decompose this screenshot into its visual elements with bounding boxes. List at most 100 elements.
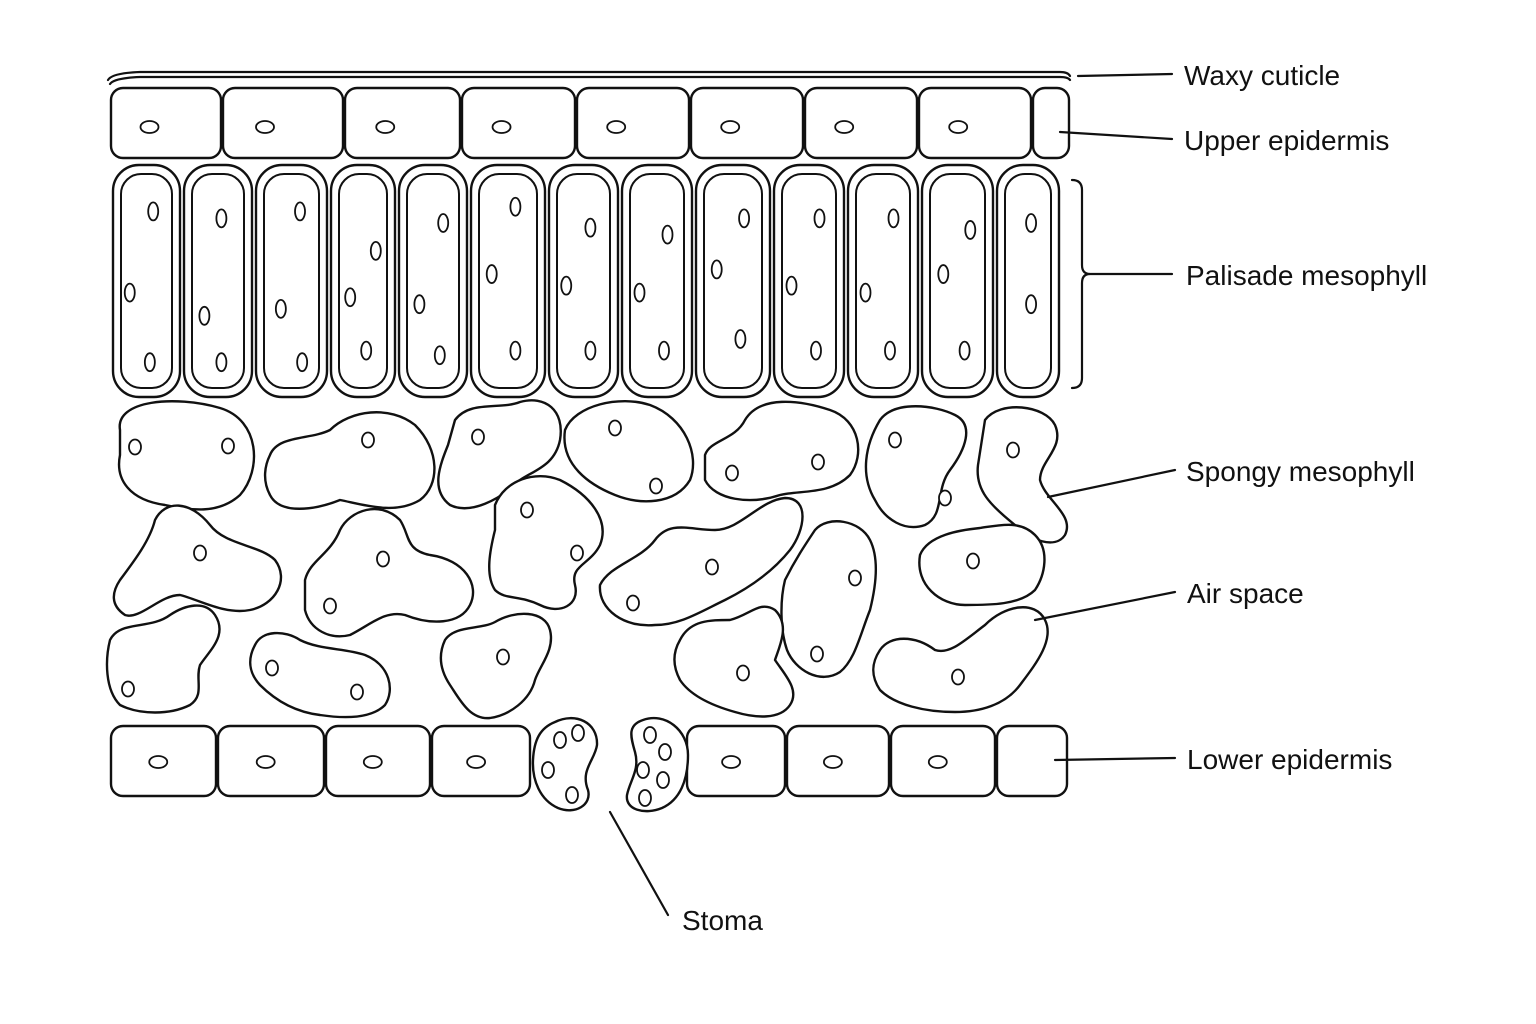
stoma [531,717,690,813]
leader-upper-epidermis [1058,130,1174,141]
label-palisade-mesophyll: Palisade mesophyll [1186,260,1427,291]
leader-spongy-mesophyll [1046,468,1177,499]
label-upper-epidermis: Upper epidermis [1184,125,1389,156]
nucleus [888,431,902,449]
nucleus [626,594,640,612]
guard-cell-right [625,717,690,813]
chloroplast [1025,213,1037,233]
label-lower-epidermis: Lower epidermis [1187,744,1392,775]
nucleus [139,120,160,134]
chloroplast [710,259,723,280]
spongy-mesophyll [105,399,1069,720]
leader-air-space [1033,590,1177,622]
palisade-cell [254,163,329,399]
upper-epidermis-cell [460,86,577,160]
chloroplast [215,352,228,373]
nucleus [823,755,843,769]
nucleus [323,597,337,615]
nucleus [361,431,375,449]
palisade-cell [182,163,254,399]
nucleus [221,437,235,455]
chloroplast [198,305,211,326]
leader-waxy-cuticle [1076,72,1174,78]
nucleus [948,120,969,134]
chloroplast [937,264,950,284]
chloroplast [734,329,747,349]
chloroplast [485,264,498,284]
nucleus [362,755,383,769]
chloroplast [437,213,450,233]
nucleus [520,501,534,519]
nucleus [466,755,487,769]
chloroplast [344,287,357,308]
chloroplast [215,208,228,229]
nucleus [255,755,276,769]
label-waxy-cuticle: Waxy cuticle [1184,60,1340,91]
chloroplast [274,298,287,319]
palisade-cell [547,163,620,399]
nucleus [966,552,980,570]
waxy-cuticle [106,70,1072,86]
nucleus [810,645,824,663]
nucleus [608,419,622,437]
labels: Waxy cuticle Upper epidermis Palisade me… [682,60,1427,936]
nucleus [471,428,485,446]
nucleus [848,569,862,587]
nucleus [570,544,584,562]
nucleus [376,550,390,568]
palisade-cell [694,163,772,399]
nucleus [720,120,741,134]
upper-epidermis-cell [109,86,223,160]
palisade-cell [920,163,995,399]
palisade-cell [772,163,846,399]
nucleus [927,755,948,769]
nucleus [265,659,279,677]
upper-epidermis-cell [1031,86,1071,160]
chloroplast [584,217,597,238]
nucleus [128,438,142,456]
nucleus [951,668,965,686]
upper-epidermis-cell [343,86,462,160]
label-air-space: Air space [1187,578,1304,609]
chloroplast [433,345,446,366]
chloroplast [810,340,822,361]
chloroplast [369,240,382,261]
nucleus [121,680,135,698]
chloroplast [884,340,896,361]
chloroplast [958,340,971,361]
chloroplast [143,352,156,373]
upper-epidermis [109,86,1071,160]
lower-epidermis-cell [995,724,1069,798]
palisade-cell [397,163,469,399]
palisade-cell [846,163,920,399]
chloroplast [147,201,160,222]
chloroplast [509,340,522,361]
nucleus [496,648,510,666]
nucleus [375,120,396,134]
nucleus [811,453,825,471]
upper-epidermis-cell [575,86,691,160]
chloroplast [887,208,900,229]
chloroplast [560,275,573,296]
chloroplast [1025,294,1037,315]
nucleus [938,489,952,507]
nucleus [491,120,512,134]
chloroplast [294,201,306,222]
palisade-cell [329,163,397,399]
nucleus [193,544,207,562]
chloroplast [859,282,872,303]
nucleus [834,120,855,134]
upper-epidermis-cell [221,86,345,160]
leader-lines [608,72,1177,917]
palisade-cell [111,163,182,399]
lower-epidermis [109,724,1069,798]
nucleus [148,755,169,769]
leader-lower-epidermis [1053,756,1177,762]
chloroplast [661,224,674,245]
chloroplast [785,275,798,296]
nucleus [721,755,741,769]
chloroplast [360,340,373,361]
upper-epidermis-cell [803,86,919,160]
chloroplast [509,196,522,217]
nucleus [649,477,663,495]
